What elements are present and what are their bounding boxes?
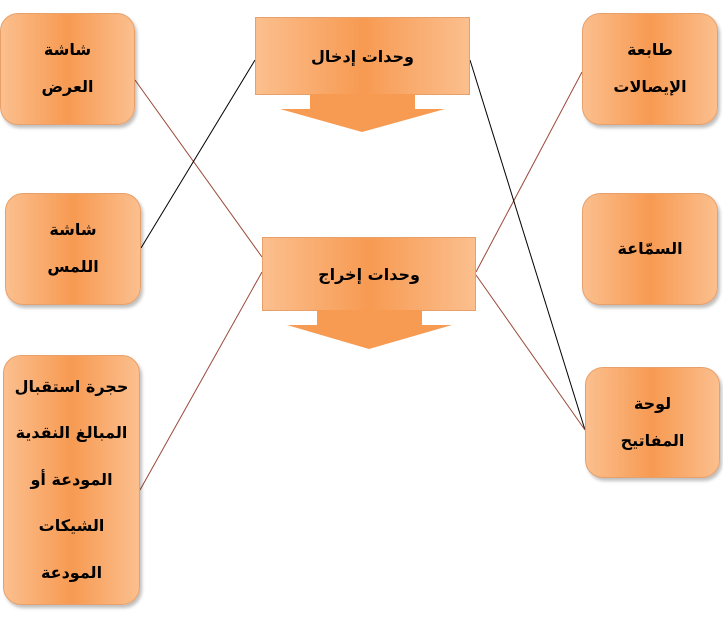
input-units-arrow: وحدات إدخال: [255, 17, 470, 132]
touch-screen-box: شاشة اللمس: [5, 193, 141, 305]
label: وحدات إخراج: [318, 264, 420, 284]
label: شاشة اللمس: [47, 220, 99, 276]
label: حجرة استقبال المبالغ النقدية المودعة أو …: [14, 377, 129, 582]
line-printer-to-output: [475, 71, 583, 273]
cash-deposit-box: حجرة استقبال المبالغ النقدية المودعة أو …: [3, 355, 140, 605]
line-touch-to-input: [140, 59, 256, 249]
label: لوحة المفاتيح: [620, 393, 685, 450]
receipt-printer-box: طابعة الإيصالات: [582, 13, 718, 125]
line-display-to-output: [134, 79, 263, 258]
line-cash-to-output: [139, 271, 263, 491]
line-input-to-keyboard: [469, 59, 586, 431]
label: طابعة الإيصالات: [613, 40, 687, 96]
label: شاشة العرض: [41, 40, 94, 96]
output-units-arrow: وحدات إخراج: [262, 237, 476, 352]
label: السمّاعة: [617, 238, 683, 258]
display-screen-box: شاشة العرض: [0, 13, 135, 125]
speaker-box: السمّاعة: [582, 193, 718, 305]
label: وحدات إدخال: [311, 46, 414, 66]
line-output-to-keyboard: [475, 274, 586, 431]
keyboard-box: لوحة المفاتيح: [585, 367, 720, 478]
